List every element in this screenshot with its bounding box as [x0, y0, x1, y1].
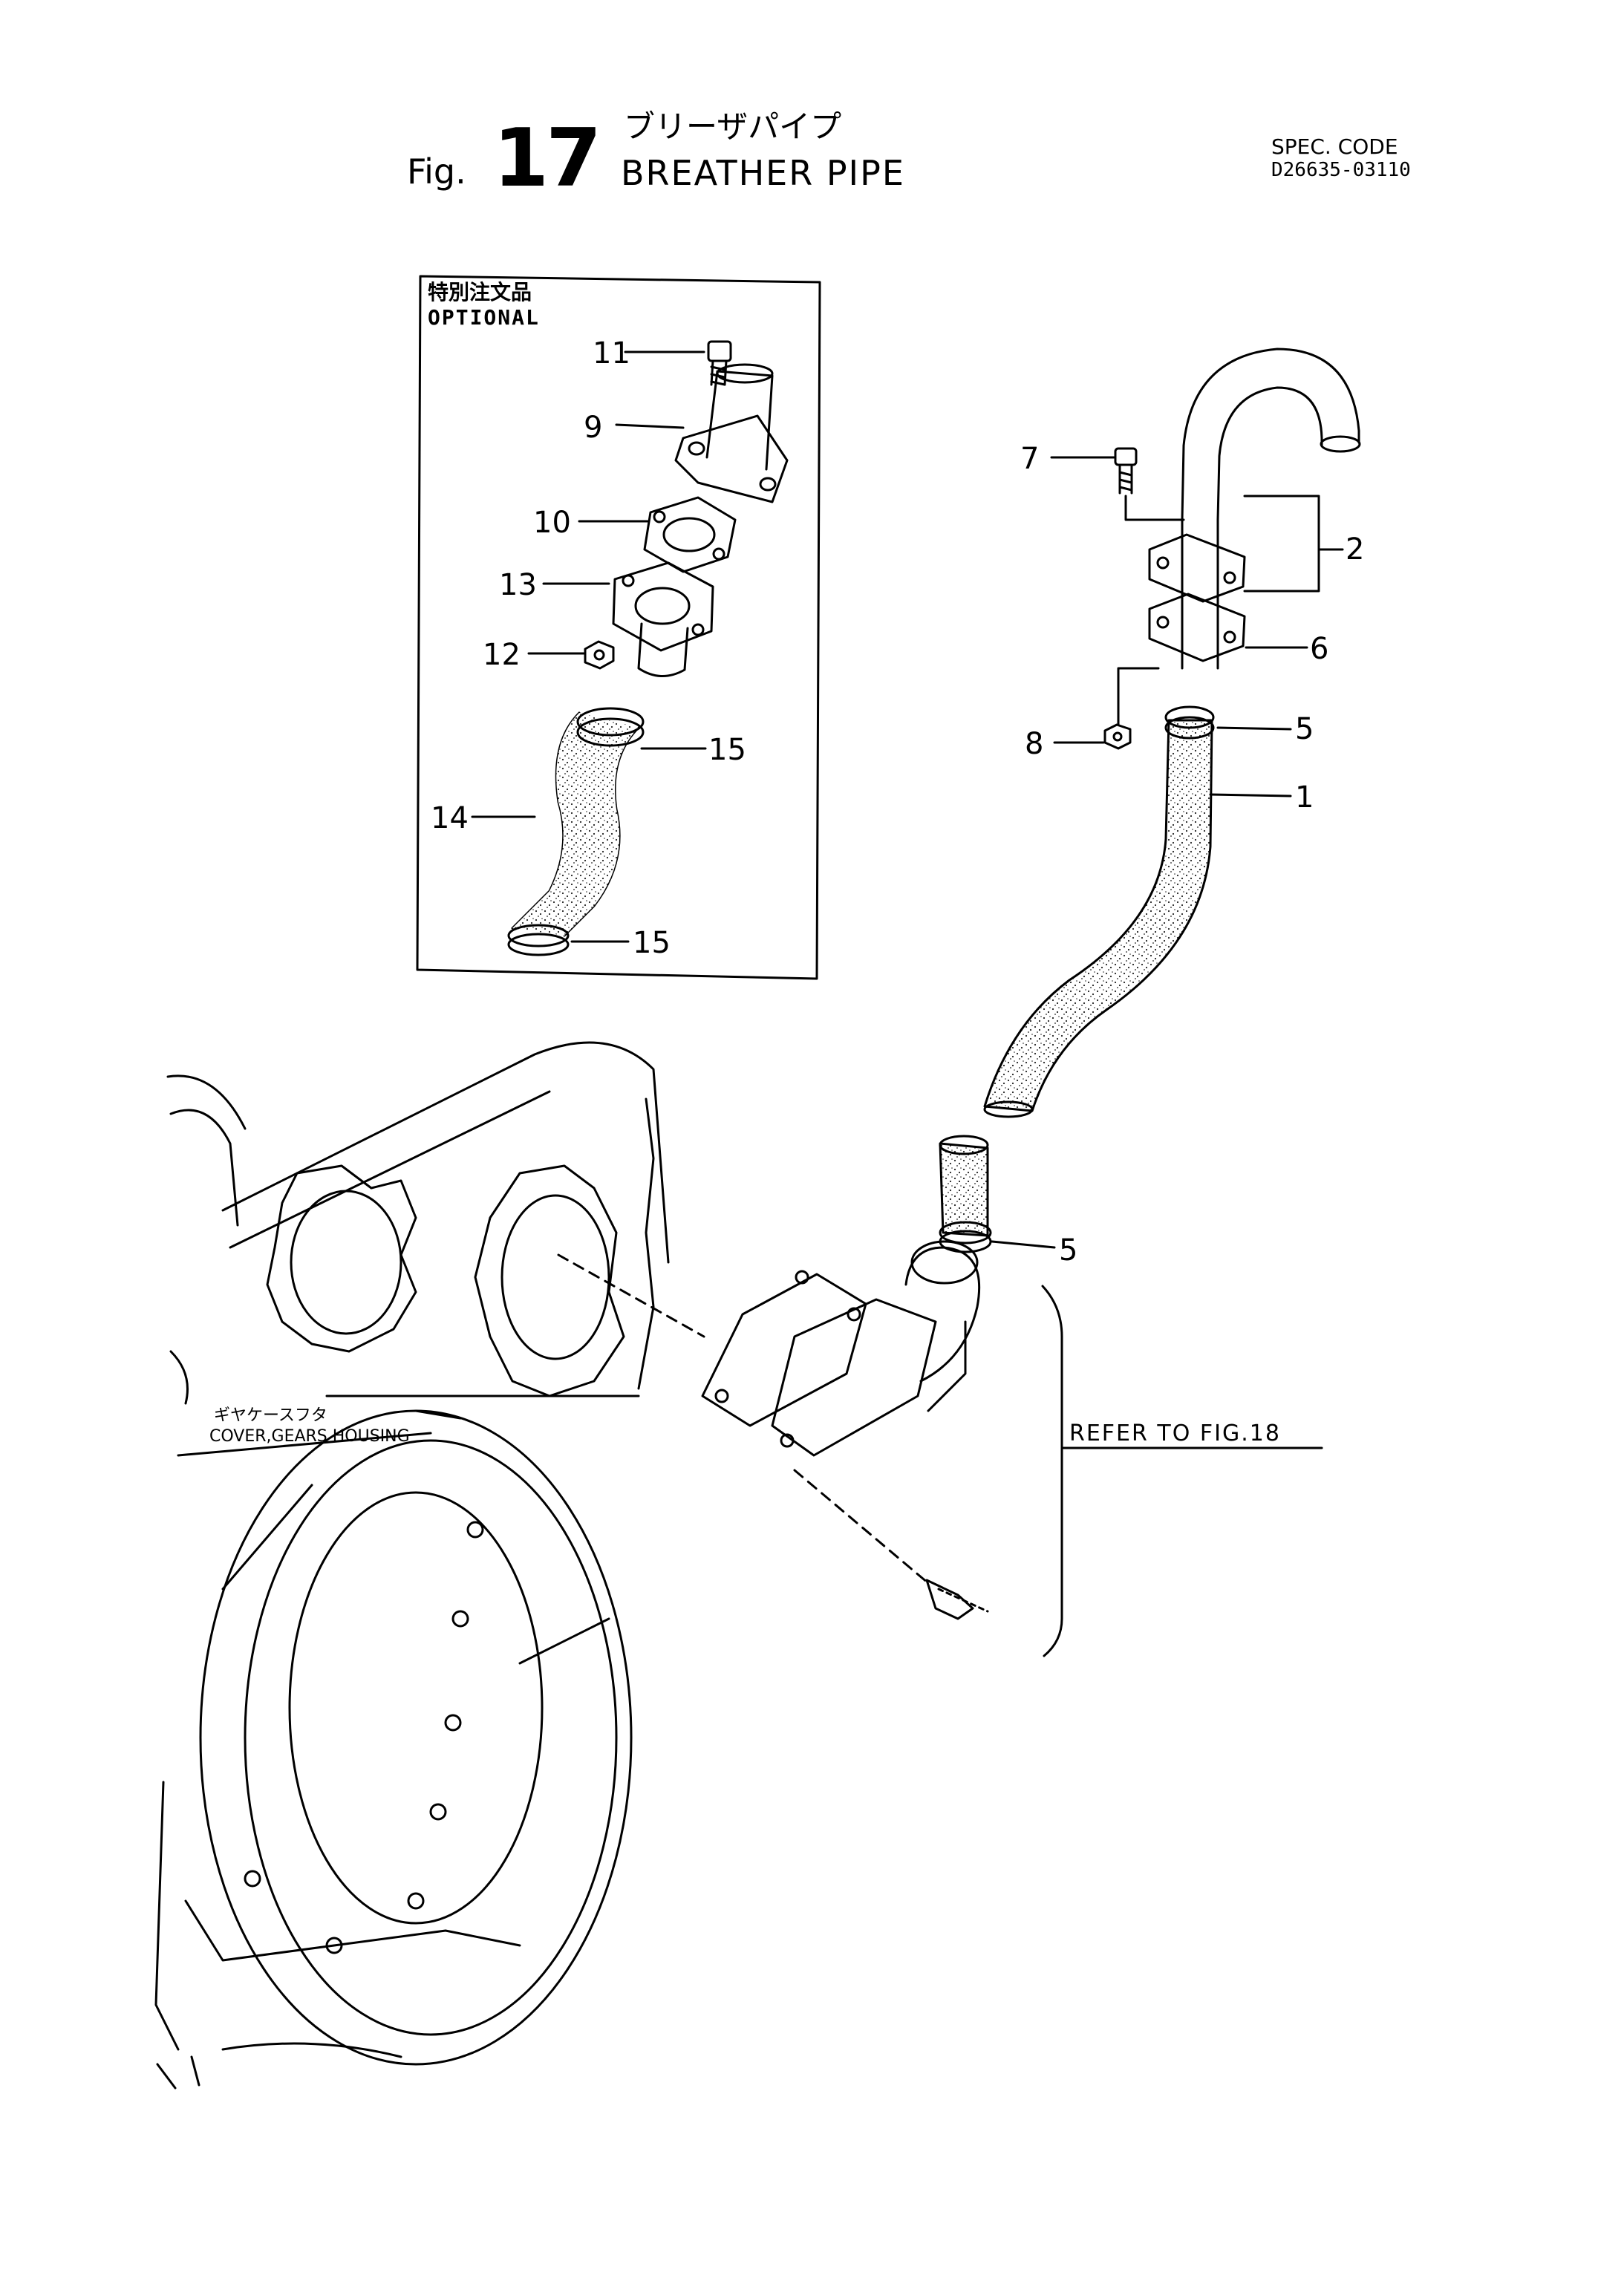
refer-bracket [1041, 1285, 1063, 1657]
pipe-flanges [1148, 533, 1246, 662]
figure-label: Fig. [407, 151, 466, 192]
callout-1: 1 [1295, 780, 1314, 815]
callout-9: 9 [584, 411, 603, 445]
callout-8: 8 [1025, 727, 1044, 761]
hose-part-1 [983, 705, 1215, 1118]
optional-label-english: OPTIONAL [428, 305, 540, 330]
short-hose [939, 1135, 992, 1253]
title-english: BREATHER PIPE [621, 153, 905, 193]
nut-part-8 [1103, 667, 1160, 750]
callout-6: 6 [1310, 632, 1329, 666]
breather-pipe-part-2 [1181, 348, 1361, 670]
callout-15-upper: 15 [708, 733, 746, 767]
optional-parts-frame [416, 275, 821, 980]
hose-part-14 [507, 707, 645, 956]
optional-label-japanese: 特別注文品 [428, 280, 532, 304]
cover-label-japanese: ギヤケースフタ [214, 1406, 327, 1425]
callout-13: 13 [499, 568, 537, 602]
callout-10: 10 [533, 506, 571, 540]
figure-number: 17 [493, 112, 601, 205]
spec-code-value: D26635-03110 [1271, 159, 1411, 181]
callout-12: 12 [483, 638, 521, 672]
spec-code-label: SPEC. CODE [1271, 134, 1398, 159]
bolt-part-11 [707, 340, 732, 386]
nut-part-12 [584, 640, 615, 670]
callout-14: 14 [431, 801, 469, 835]
housing-bolt [925, 1579, 989, 1620]
callout-5-lower: 5 [1059, 1233, 1078, 1268]
gasket-part-10 [643, 496, 737, 573]
title-japanese: ブリーザパイプ [624, 108, 842, 145]
refer-note: REFER TO FIG.18 [1069, 1420, 1281, 1446]
bolt-part-7 [1114, 447, 1185, 521]
callout-7: 7 [1020, 442, 1040, 476]
gear-housing-cover [154, 1041, 670, 2090]
callout-5-upper: 5 [1295, 712, 1314, 746]
breather-elbow-housing [701, 1240, 981, 1457]
callout-11: 11 [593, 336, 630, 371]
flanged-spigot-part-13 [612, 561, 714, 677]
cover-label-english: COVER,GEARS HOUSING [209, 1427, 410, 1446]
callout-15-lower: 15 [633, 926, 671, 960]
callout-2: 2 [1346, 532, 1365, 567]
flanged-pipe-part-9 [674, 363, 789, 503]
